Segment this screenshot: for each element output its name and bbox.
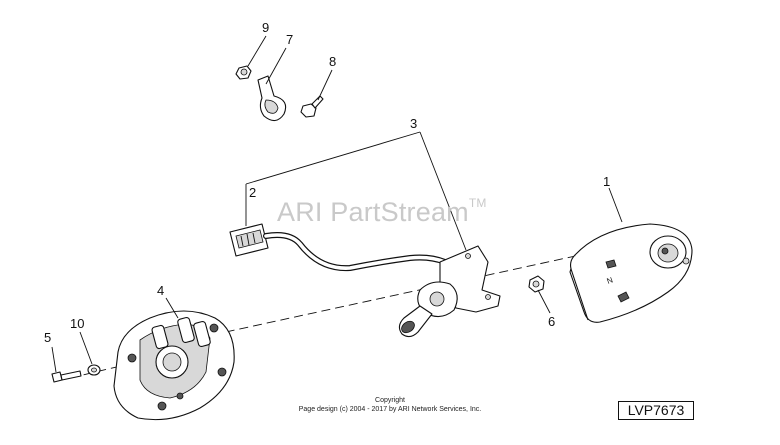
part-3-switch-assembly[interactable] [398,245,501,338]
callout-7[interactable]: 7 [286,32,293,47]
watermark: ARI PartStreamTM [277,196,487,228]
callout-2[interactable]: 2 [249,185,256,200]
part-4-housing[interactable] [113,310,235,421]
leader-6 [537,289,551,314]
callouts: 1 2 3 4 5 6 7 8 9 10 [44,20,610,345]
part-7-clamp[interactable] [257,75,287,122]
leader-7 [265,47,287,85]
watermark-text: ARI PartStream [277,197,469,227]
leader-2-3 [245,131,421,226]
copyright-line-2: Page design (c) 2004 - 2017 by ARI Netwo… [298,406,482,413]
callout-5[interactable]: 5 [44,330,51,345]
callout-6[interactable]: 6 [548,314,555,329]
diagram-reference-box: LVP7673 [618,401,694,420]
callout-3[interactable]: 3 [410,116,417,131]
part-5-screw[interactable] [51,370,82,383]
part-8-bolt[interactable] [300,95,324,118]
callout-4[interactable]: 4 [157,283,164,298]
diagram-reference: LVP7673 [627,402,685,418]
leader-lines [51,35,623,373]
callout-10[interactable]: 10 [70,316,84,331]
trademark-mark: TM [468,196,487,210]
leader-9 [247,35,267,67]
leader-5 [51,346,57,373]
leader-10 [79,331,93,365]
leader-8 [317,69,333,101]
leader-1 [608,187,623,223]
part-9-nut[interactable] [235,65,252,80]
part-10-washer[interactable] [87,364,101,376]
callout-9[interactable]: 9 [262,20,269,35]
copyright-line-1: Copyright [375,397,405,404]
harness-wire-inner [264,233,447,270]
part-6-nut[interactable] [528,275,545,293]
leader-3 [419,131,467,251]
copyright-notice: Copyright Page design (c) 2004 - 2017 by… [0,396,780,414]
callout-8[interactable]: 8 [329,54,336,69]
callout-1[interactable]: 1 [603,174,610,189]
part-2-harness-connector[interactable] [229,223,269,257]
leader-4 [165,297,179,319]
part-1-cover[interactable]: N [569,223,693,323]
assembly-axis-line [211,254,581,336]
svg-text:N: N [606,275,615,286]
